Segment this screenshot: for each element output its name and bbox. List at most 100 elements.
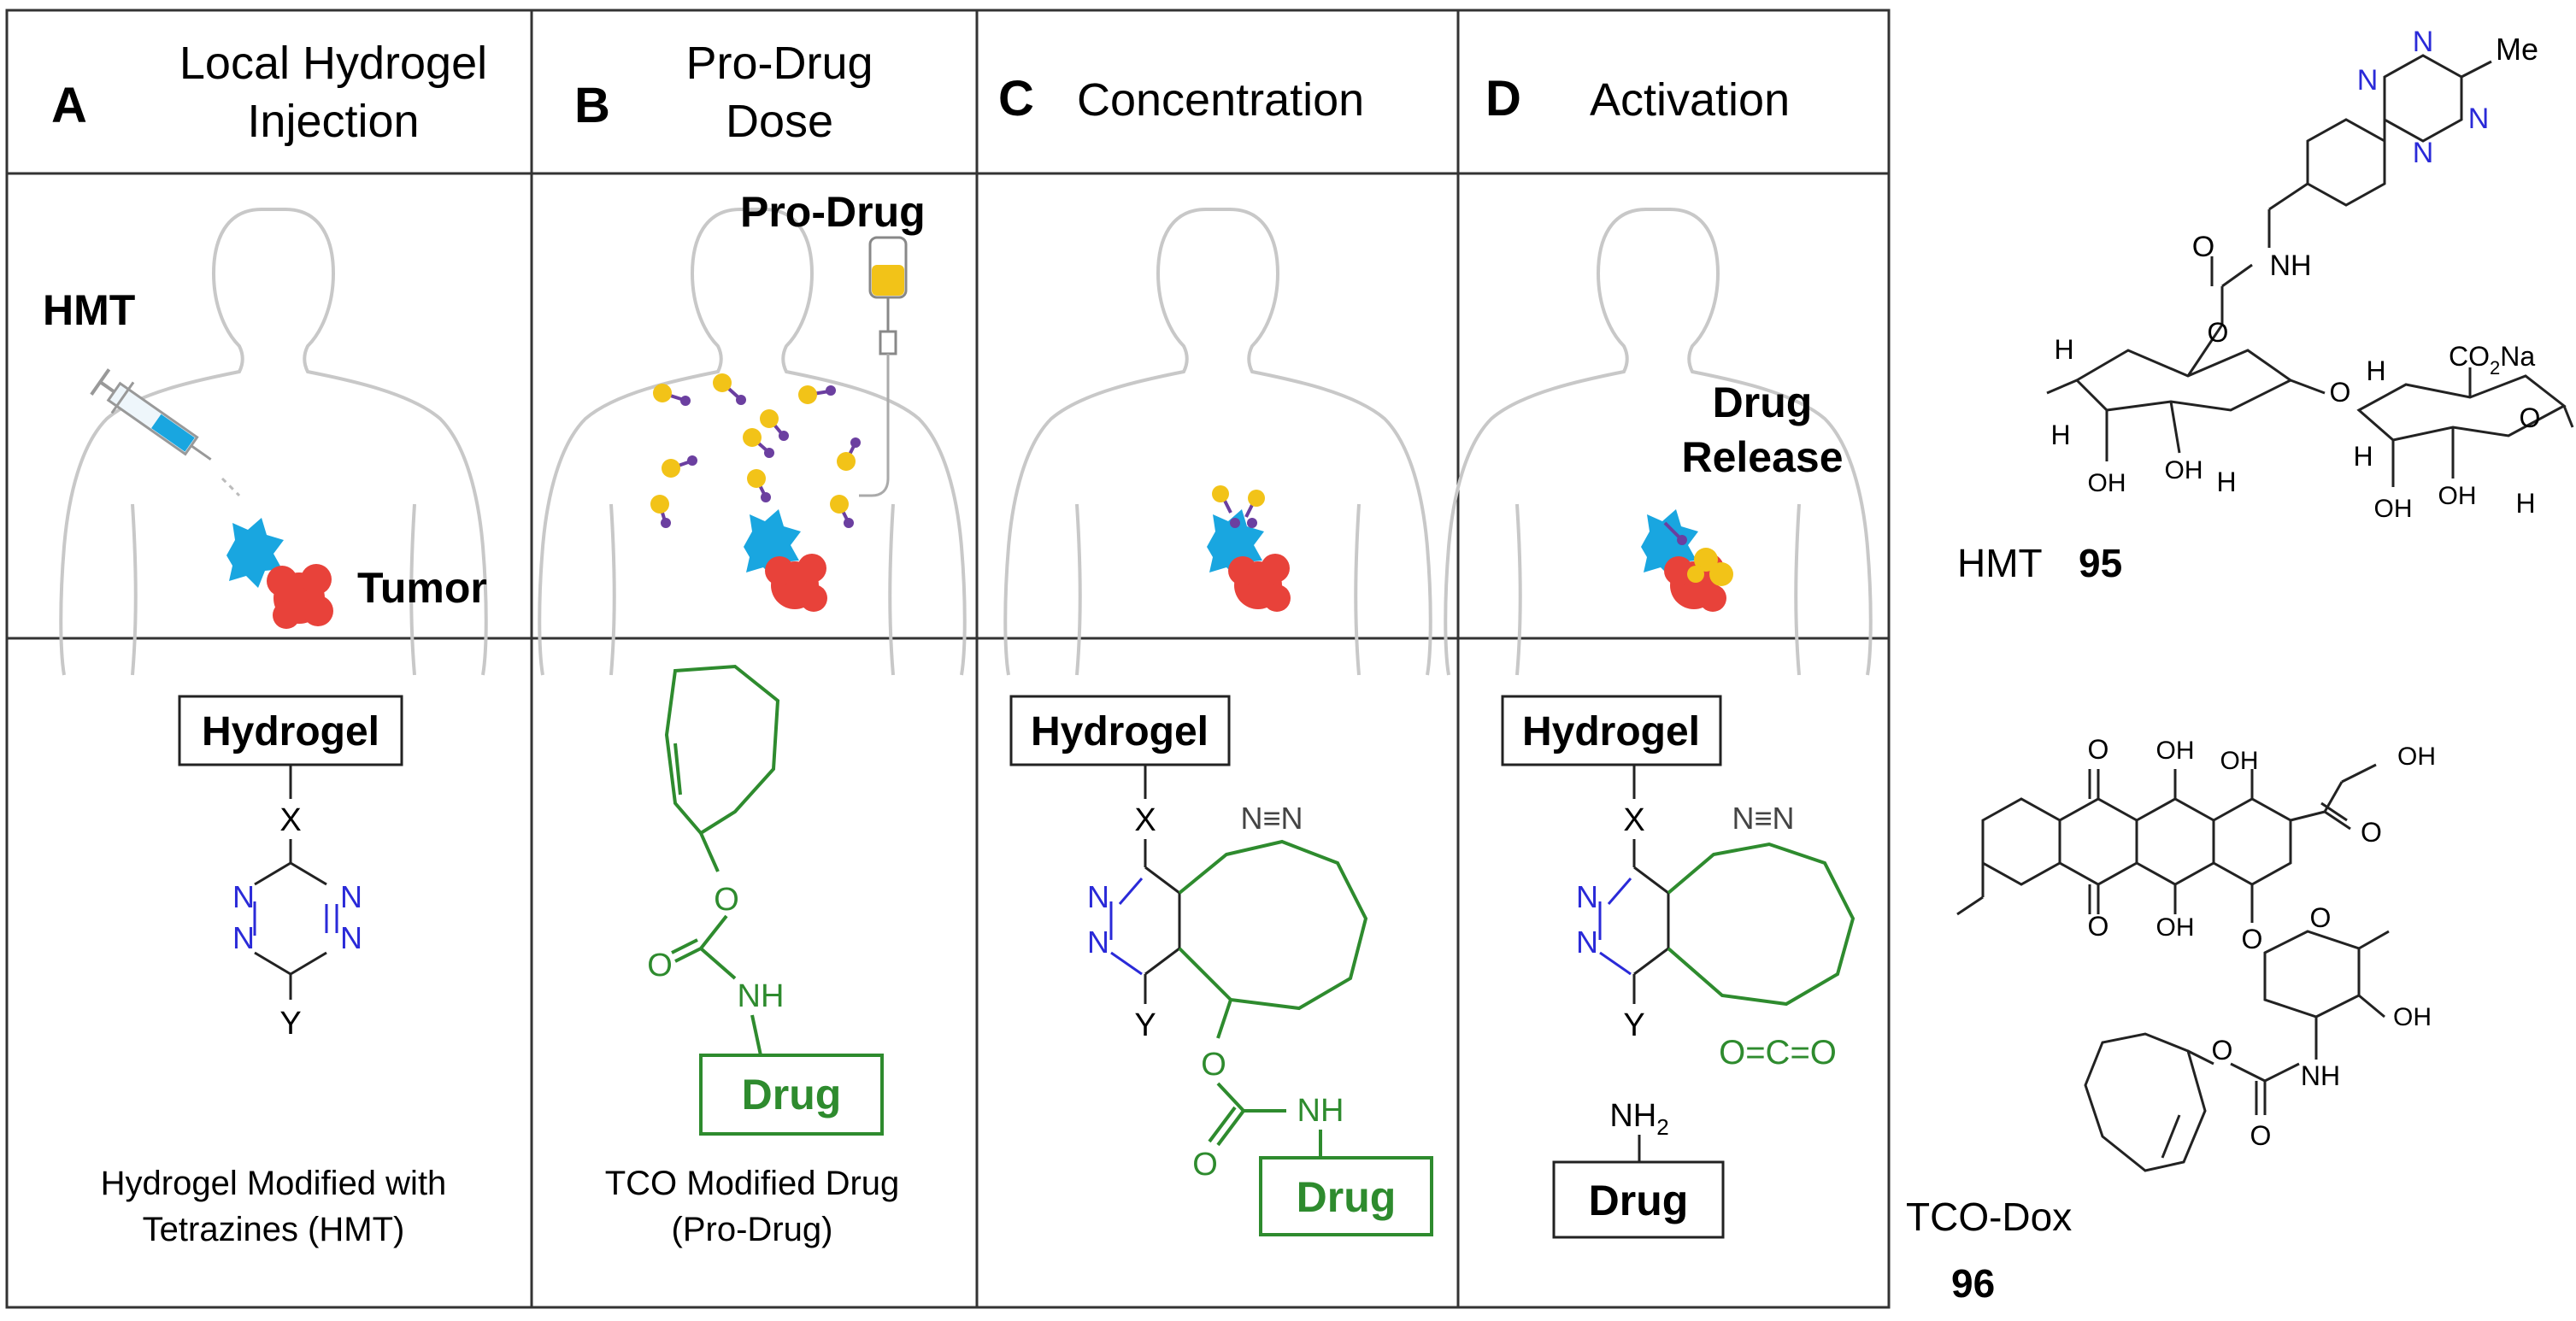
drug-box-d — [1552, 1160, 1725, 1239]
tumor-icon-c — [1228, 554, 1291, 612]
o-label-c2: O — [1192, 1147, 1218, 1183]
nh2-label-text: NH — [1609, 1098, 1656, 1134]
n-label-a4: N — [340, 920, 362, 955]
panel-d-chemistry: Hydrogel X N≡N N N Y O=C=O NH2 Drug — [1501, 695, 1856, 1239]
dox-o-label-5: O — [2250, 1120, 2272, 1151]
hmt-o-link-label: O — [2330, 377, 2351, 408]
nh2-subscript: 2 — [1656, 1114, 1668, 1140]
hmt-co2na-label: CO2Na — [2449, 341, 2535, 379]
tumor-label: Tumor — [357, 564, 487, 612]
panel-letter-b: B — [574, 78, 610, 133]
hmt-n-4: N — [2413, 137, 2434, 169]
drug-label-d: Drug — [1589, 1177, 1689, 1224]
hmt-co2na-na: Na — [2500, 341, 2535, 372]
hydrogel-label-c: Hydrogel — [1031, 709, 1209, 754]
panel-title-b-line2: Dose — [726, 96, 833, 147]
hmt-n-2: N — [2357, 64, 2379, 97]
dox-oh-label-3: OH — [2397, 743, 2436, 771]
hmt-h-label-2: H — [2050, 420, 2070, 450]
hmt-oh-label-3: OH — [2374, 495, 2413, 523]
caption-b-line2: (Pro-Drug) — [672, 1211, 833, 1248]
dox-o-label-4: O — [2242, 924, 2263, 954]
panel-a-chemistry: Hydrogel X N N N N Y Hydrogel Modified w… — [101, 695, 446, 1248]
bound-prodrug-c — [1212, 485, 1265, 528]
x-label-c: X — [1134, 802, 1156, 838]
dox-o-label-1: O — [2088, 734, 2109, 765]
n-label-d2: N — [1576, 925, 1598, 960]
o-label-c1: O — [1201, 1047, 1226, 1083]
panel-c-chemistry: Hydrogel X N≡N N N Y O O NH Drug — [1009, 695, 1433, 1236]
hmt-o-ring-label: O — [2208, 317, 2229, 348]
n-label-a3: N — [340, 879, 362, 914]
caption-a-line2: Tetrazines (HMT) — [143, 1211, 405, 1248]
panel-a-header: A Local Hydrogel Injection — [51, 38, 487, 147]
released-drug-d — [1663, 521, 1733, 586]
tumor-icon — [267, 564, 333, 629]
prodrug-molecules — [650, 373, 861, 528]
dox-o-ring-label: O — [2310, 902, 2332, 933]
hydrogel-box-c — [1009, 695, 1231, 766]
panel-d-header: D Activation — [1485, 71, 1790, 126]
caption-b-line1: TCO Modified Drug — [605, 1165, 900, 1202]
panel-title-d: Activation — [1590, 74, 1790, 126]
hmt-compound-number: 95 — [2079, 541, 2122, 585]
tco-dox-compound-number: 96 — [1951, 1261, 1995, 1306]
panel-grid — [5, 9, 1891, 1309]
n-label-d1: N — [1576, 879, 1598, 914]
panel-title-a-line1: Local Hydrogel — [179, 38, 487, 89]
hydrogel-star-icon — [226, 518, 284, 588]
panel-letter-c: C — [998, 71, 1034, 126]
dox-oh-label-1: OH — [2156, 737, 2195, 765]
panel-title-c: Concentration — [1077, 74, 1364, 126]
tumor-icon-b — [765, 554, 827, 612]
dox-o-label-3: O — [2088, 911, 2109, 942]
hmt-oh-label-4: OH — [2438, 482, 2477, 510]
hmt-compound-label: HMT — [1957, 541, 2043, 585]
dox-nh-label: NH — [2301, 1060, 2340, 1091]
nh-label-b: NH — [738, 978, 785, 1014]
drug-box-c — [1259, 1156, 1433, 1236]
hydrogel-box-d — [1501, 695, 1722, 766]
panel-c-header: C Concentration — [998, 71, 1364, 126]
body-outline-c — [1003, 208, 1432, 677]
n-label-c2: N — [1087, 925, 1109, 960]
dox-oh-label-2: OH — [2220, 747, 2259, 775]
injection-path — [221, 477, 241, 497]
hydrogel-star-icon-c — [1207, 509, 1264, 579]
hmt-h-label-1: H — [2054, 334, 2073, 365]
hydrogel-label-a: Hydrogel — [202, 709, 379, 754]
hydrogel-star-icon-d — [1641, 509, 1698, 579]
drug-label-c: Drug — [1297, 1173, 1397, 1221]
hmt-h-label-3: H — [2216, 467, 2236, 497]
drug-box-b — [699, 1054, 884, 1136]
panel-letter-d: D — [1485, 71, 1521, 126]
hydrogel-label-d: Hydrogel — [1522, 709, 1700, 754]
y-label-c: Y — [1134, 1007, 1156, 1043]
hmt-me-label: Me — [2496, 32, 2538, 67]
hmt-co2na-sub: 2 — [2490, 357, 2500, 379]
pro-drug-label: Pro-Drug — [740, 188, 926, 236]
syringe-icon — [90, 368, 212, 461]
o-label-b2: O — [647, 948, 673, 983]
hmt-oh-label-2: OH — [2165, 456, 2203, 484]
dox-o-label-2: O — [2361, 817, 2382, 848]
drug-release-label-line2: Release — [1681, 433, 1843, 481]
iv-bag-icon — [859, 236, 908, 497]
n-label-c1: N — [1087, 879, 1109, 914]
hmt-structure — [2046, 54, 2574, 487]
y-label-d: Y — [1623, 1007, 1644, 1043]
hmt-co2na-co: CO — [2449, 341, 2490, 372]
nh2-label-d: NH2 — [1609, 1098, 1668, 1140]
tetrazine-ring-a — [254, 861, 327, 976]
y-label-a: Y — [279, 1006, 301, 1042]
n2-gas-label-c: N≡N — [1240, 801, 1303, 836]
panel-title-b-line1: Pro-Drug — [685, 38, 873, 89]
tco-ring-b — [664, 664, 780, 836]
tco-dox-compound-label: TCO-Dox — [1906, 1195, 2072, 1239]
dox-oh-label-4: OH — [2156, 913, 2195, 942]
drug-label-b: Drug — [742, 1071, 842, 1118]
o-label-b1: O — [714, 882, 739, 918]
panel-b-chemistry: O O NH Drug TCO Modified Drug (Pro-Drug) — [605, 664, 900, 1248]
hydrogel-star-icon-b — [744, 509, 801, 579]
